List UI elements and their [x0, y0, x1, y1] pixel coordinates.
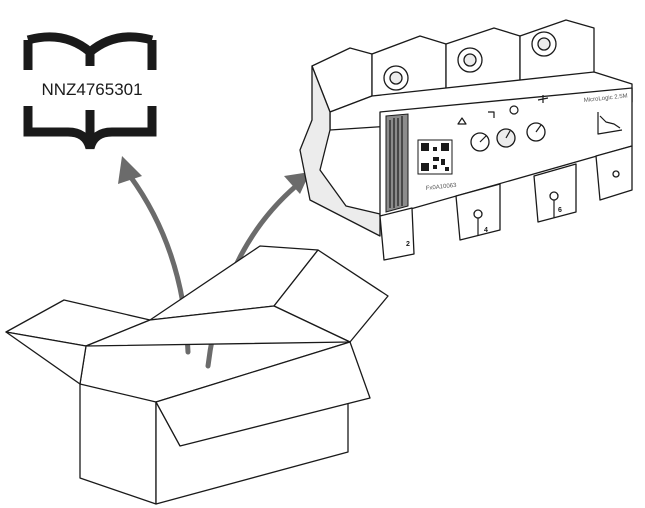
qr-code	[417, 139, 453, 175]
manual-reference-code: NNZ4765301	[41, 80, 142, 99]
terminal-number-4: 4	[484, 227, 488, 234]
open-cardboard-box-icon	[5, 245, 389, 505]
trip-unit-part-text: Fx0A10063	[426, 183, 458, 192]
circuit-breaker-trip-unit-icon: MicroLogic 2.5M Fx0A10063 2 4 6	[299, 19, 633, 261]
terminal-number-6: 6	[558, 207, 562, 214]
open-book-icon: NNZ4765301	[22, 32, 162, 150]
terminal-number-2: 2	[406, 241, 410, 248]
trip-unit-brand-label: MicroLogic 2.5M	[584, 93, 628, 104]
adjustment-dial	[470, 122, 546, 152]
